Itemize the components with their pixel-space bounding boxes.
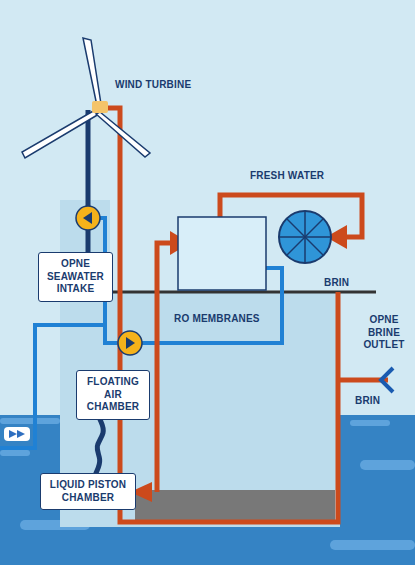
- icon-arrow: [17, 430, 25, 438]
- flow-icon: [4, 427, 30, 441]
- blade: [96, 112, 150, 157]
- spoke: [287, 219, 323, 255]
- nacelle: [92, 101, 108, 113]
- callout-box: FLOATING AIR CHAMBER: [76, 370, 150, 420]
- ripple: [0, 418, 60, 424]
- part-label: WIND TURBINE: [115, 79, 191, 92]
- wheel-spokes: [279, 211, 331, 263]
- ripple: [0, 450, 30, 456]
- wind-turbine-rotor: [22, 38, 150, 158]
- pump-arrow: [126, 337, 135, 349]
- pump: [118, 331, 142, 355]
- box-text: OPNE SEAWATER INTAKE: [43, 258, 108, 296]
- pump-body: [118, 331, 142, 355]
- outlet-chevron: [381, 368, 393, 392]
- energy-recovery-wheel: [279, 211, 331, 263]
- callout-box: LIQUID PISTON CHAMBER: [40, 473, 136, 510]
- pressure-pipe: [100, 108, 338, 522]
- part-label: BRIN: [324, 277, 349, 290]
- icon-arrow: [9, 430, 17, 438]
- blade: [22, 110, 99, 158]
- spoke: [287, 219, 323, 255]
- blade: [83, 38, 101, 106]
- part-label: BRIN: [355, 395, 380, 408]
- tether-line: [96, 420, 103, 474]
- seawater-pipe: [105, 325, 118, 343]
- part-label: FRESH WATER: [250, 170, 324, 183]
- box-text: LIQUID PISTON CHAMBER: [45, 479, 131, 504]
- icon-ground: [4, 427, 30, 441]
- ripple: [330, 540, 415, 550]
- wheel: [279, 211, 331, 263]
- ripple: [360, 460, 415, 470]
- pump-body: [76, 206, 100, 230]
- part-label: RO MEMBRANES: [174, 313, 260, 326]
- pump-arrow: [83, 212, 92, 224]
- part-label: OPNE BRINE OUTLET: [358, 314, 410, 352]
- callout-box: OPNE SEAWATER INTAKE: [38, 252, 113, 302]
- pump: [76, 206, 100, 230]
- ripple: [350, 420, 390, 426]
- pressure-pipe: [157, 243, 172, 492]
- box-text: FLOATING AIR CHAMBER: [81, 376, 145, 414]
- piston-liquid: [135, 490, 335, 522]
- ro-membrane: [178, 217, 266, 290]
